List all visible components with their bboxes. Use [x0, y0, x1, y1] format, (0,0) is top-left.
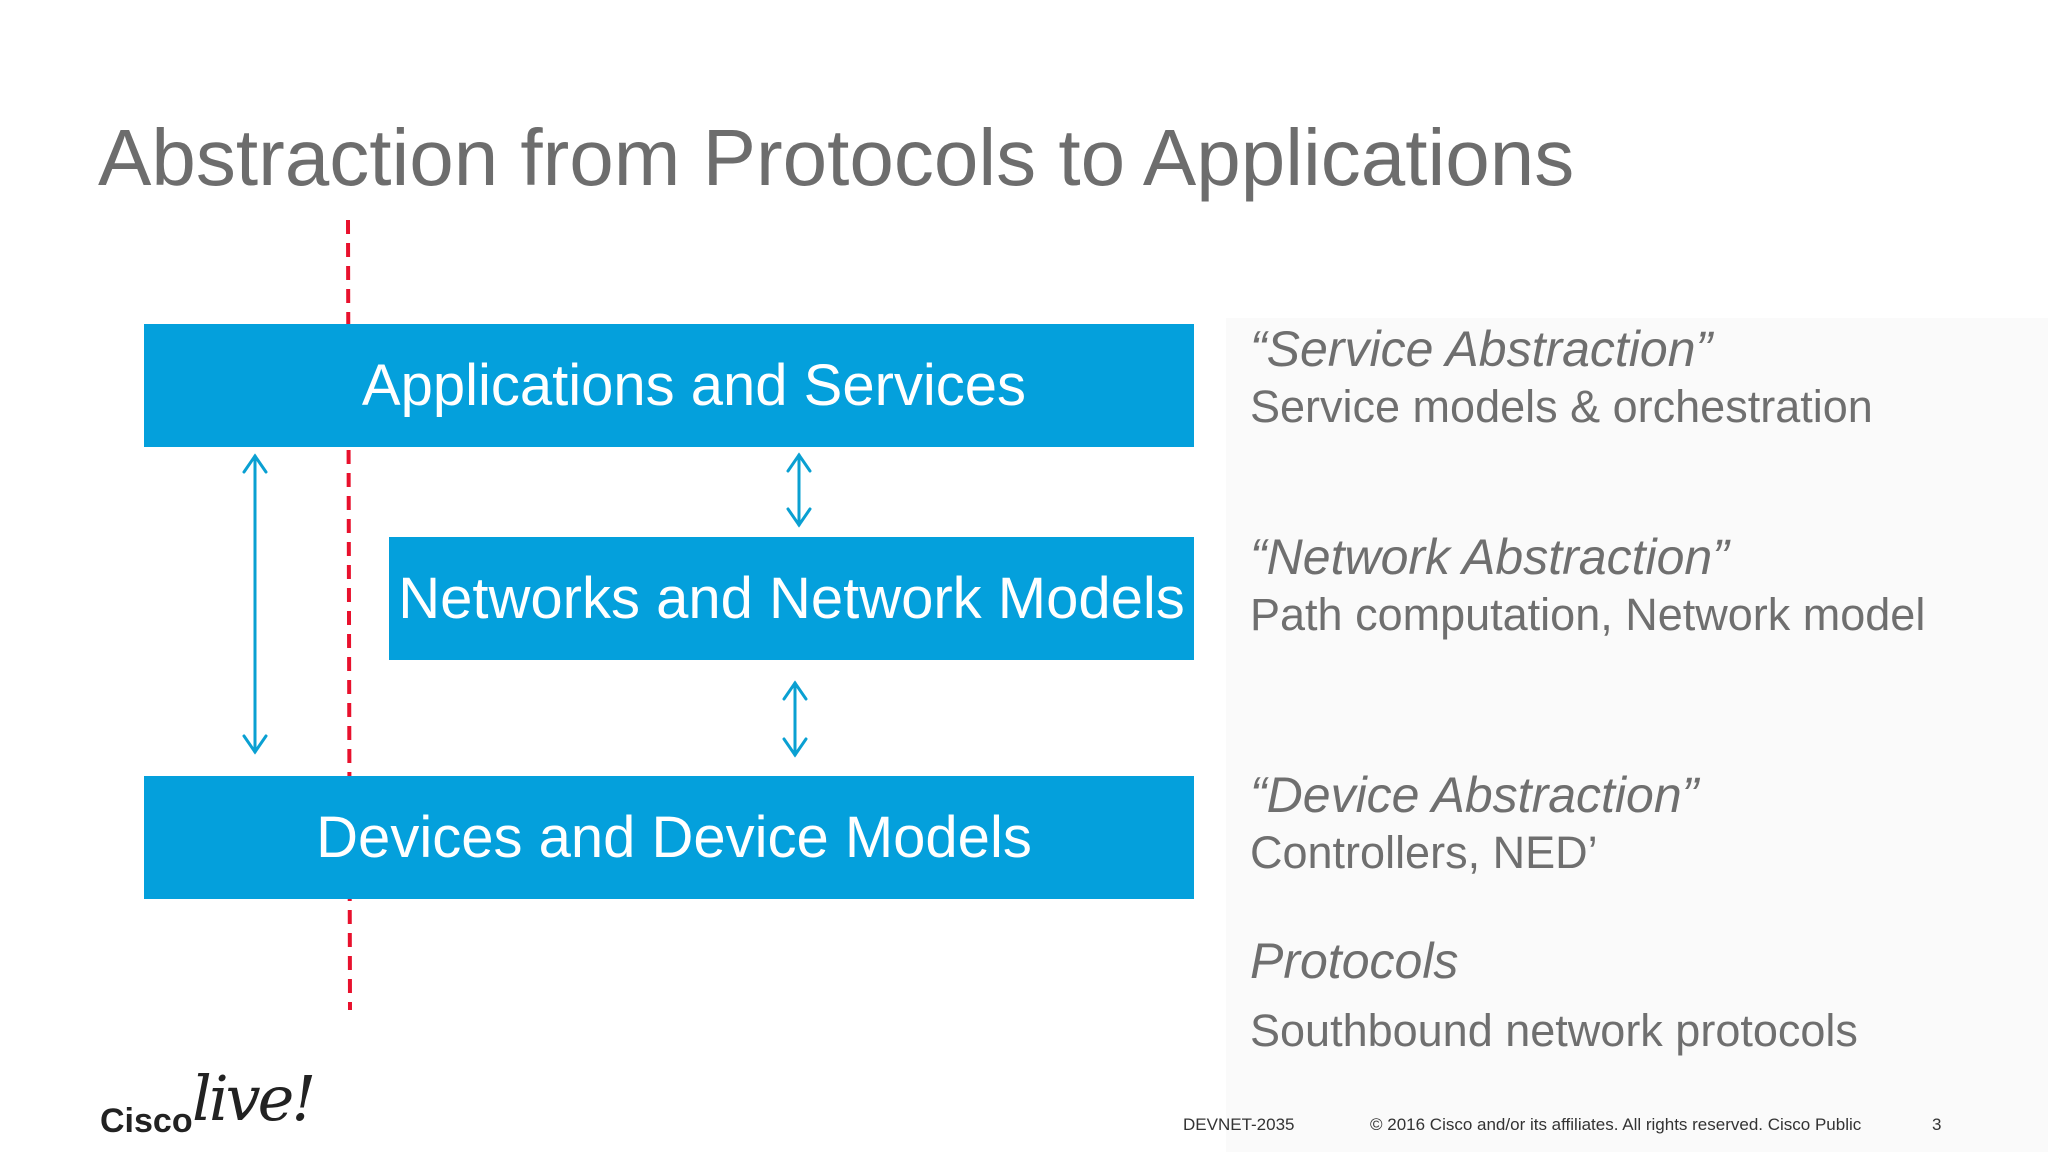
service-abstraction-title: “Service Abstraction” [1250, 321, 1713, 377]
device-abstraction-title: “Device Abstraction” [1250, 767, 1699, 823]
networks-layer-box: Networks and Network Models [389, 537, 1194, 660]
slide-title: Abstraction from Protocols to Applicatio… [98, 113, 1575, 202]
network-abstraction-title: “Network Abstraction” [1250, 529, 1729, 585]
cisco-live-logo: Cisco live! [100, 1068, 316, 1140]
applications-layer-label: Applications and Services [361, 353, 1027, 418]
devices-layer-label: Devices and Device Models [316, 805, 1032, 870]
applications-layer-box: Applications and Services [144, 324, 1194, 447]
device-abstraction-desc: Controllers, NED’ [1250, 827, 1598, 878]
networks-layer-label: Networks and Network Models [398, 566, 1185, 631]
logo-event: live! [192, 1062, 316, 1135]
arrow-apps-networks [786, 452, 812, 528]
annotations-panel [1226, 318, 2048, 1152]
logo-brand: Cisco [100, 1102, 193, 1140]
footer-session-code: DEVNET-2035 [1183, 1115, 1295, 1134]
service-abstraction-desc: Service models & orchestration [1250, 381, 1873, 432]
protocols-desc: Southbound network protocols [1250, 1005, 1858, 1056]
footer-copyright: © 2016 Cisco and/or its affiliates. All … [1370, 1115, 1862, 1134]
network-abstraction-desc: Path computation, Network model [1250, 589, 1926, 640]
divider-line [346, 219, 352, 1011]
arrow-networks-devices [782, 680, 808, 758]
arrow-apps-devices [242, 453, 268, 755]
protocols-title: Protocols [1250, 933, 1459, 989]
devices-layer-box: Devices and Device Models [144, 776, 1194, 899]
footer-page-number: 3 [1932, 1115, 1942, 1134]
